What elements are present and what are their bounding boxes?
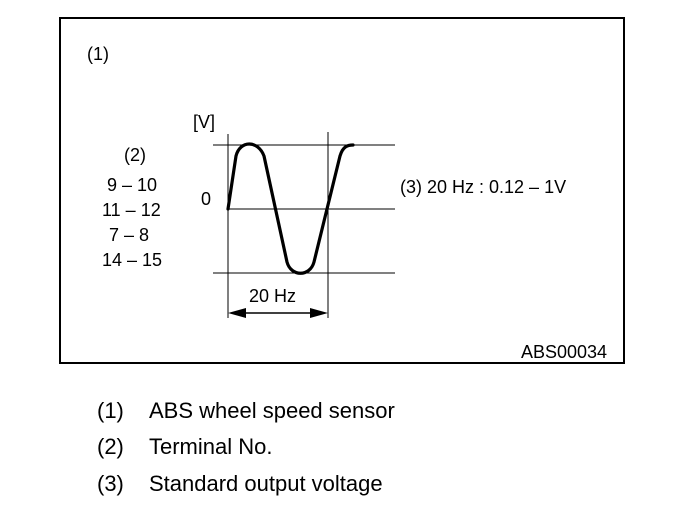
period-arrow-right — [310, 308, 328, 318]
legend-number: (2) — [97, 434, 124, 459]
legend-item-1: (1) ABS wheel speed sensor — [97, 398, 395, 424]
terminal-marker: (2) — [124, 145, 146, 165]
terminal-pair-1: 9 – 10 — [107, 175, 158, 195]
figure-code: ABS00034 — [521, 342, 608, 362]
diagram-frame — [59, 17, 625, 364]
standard-voltage-spec: (3) 20 Hz : 0.12 – 1V — [400, 177, 567, 197]
period-label: 20 Hz — [249, 286, 297, 306]
sensor-marker: (1) — [87, 44, 109, 64]
voltage-unit-label: [V] — [193, 112, 216, 132]
legend-number: (3) — [97, 471, 124, 496]
period-arrow-left — [228, 308, 246, 318]
terminal-pair-2: 11 – 12 — [102, 200, 161, 220]
legend-item-2: (2) Terminal No. — [97, 434, 272, 460]
sensor-waveform — [226, 142, 355, 275]
legend-text: Terminal No. — [149, 434, 273, 459]
legend-number: (1) — [97, 398, 124, 423]
legend-text: Standard output voltage — [149, 471, 383, 496]
zero-voltage-label: 0 — [201, 189, 212, 209]
terminal-pair-4: 14 – 15 — [102, 250, 163, 270]
legend-item-3: (3) Standard output voltage — [97, 471, 383, 497]
terminal-pair-3: 7 – 8 — [109, 225, 150, 245]
legend-text: ABS wheel speed sensor — [149, 398, 395, 423]
